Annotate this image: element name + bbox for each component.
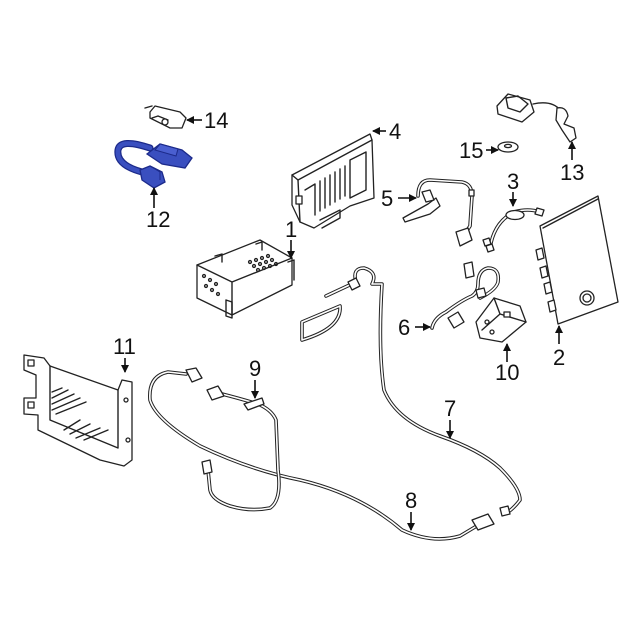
- label-11: 11: [113, 334, 136, 359]
- part-2-display-panel[interactable]: [535, 195, 619, 325]
- label-13: 13: [560, 160, 584, 185]
- part-15-washer[interactable]: [497, 141, 519, 153]
- part-10-usb-hub[interactable]: [475, 297, 527, 343]
- part-1-receiver-box[interactable]: [196, 239, 295, 319]
- label-6: 6: [398, 315, 410, 340]
- label-7: 7: [444, 396, 456, 421]
- part-7-antenna-cable[interactable]: [300, 266, 522, 517]
- label-2: 2: [553, 345, 565, 370]
- label-8: 8: [405, 488, 417, 513]
- label-4: 4: [389, 119, 401, 144]
- label-12: 12: [146, 207, 170, 232]
- part-5-wiring-harness[interactable]: [402, 178, 475, 247]
- part-14-antenna-clip[interactable]: [144, 105, 187, 129]
- part-4-control-module[interactable]: [291, 133, 375, 229]
- label-10: 10: [495, 360, 519, 385]
- label-14: 14: [204, 108, 228, 133]
- part-11-mounting-bracket[interactable]: [23, 354, 133, 467]
- part-9-cable-assembly[interactable]: [148, 367, 495, 541]
- callout-labels: 14 12 4 5 1 15 13 3 2 6 10 11 9 7 8: [113, 108, 584, 513]
- part-13-gps-antenna[interactable]: [496, 93, 577, 143]
- part-6-usb-harness[interactable]: [430, 261, 501, 330]
- label-3: 3: [507, 169, 519, 194]
- label-5: 5: [381, 186, 393, 211]
- label-15: 15: [459, 138, 483, 163]
- callout-arrows: [121, 116, 576, 531]
- label-1: 1: [285, 217, 297, 242]
- part-12-highlighted-module[interactable]: [114, 140, 193, 189]
- label-9: 9: [249, 356, 261, 381]
- part-3-harness-grommet[interactable]: [482, 207, 545, 253]
